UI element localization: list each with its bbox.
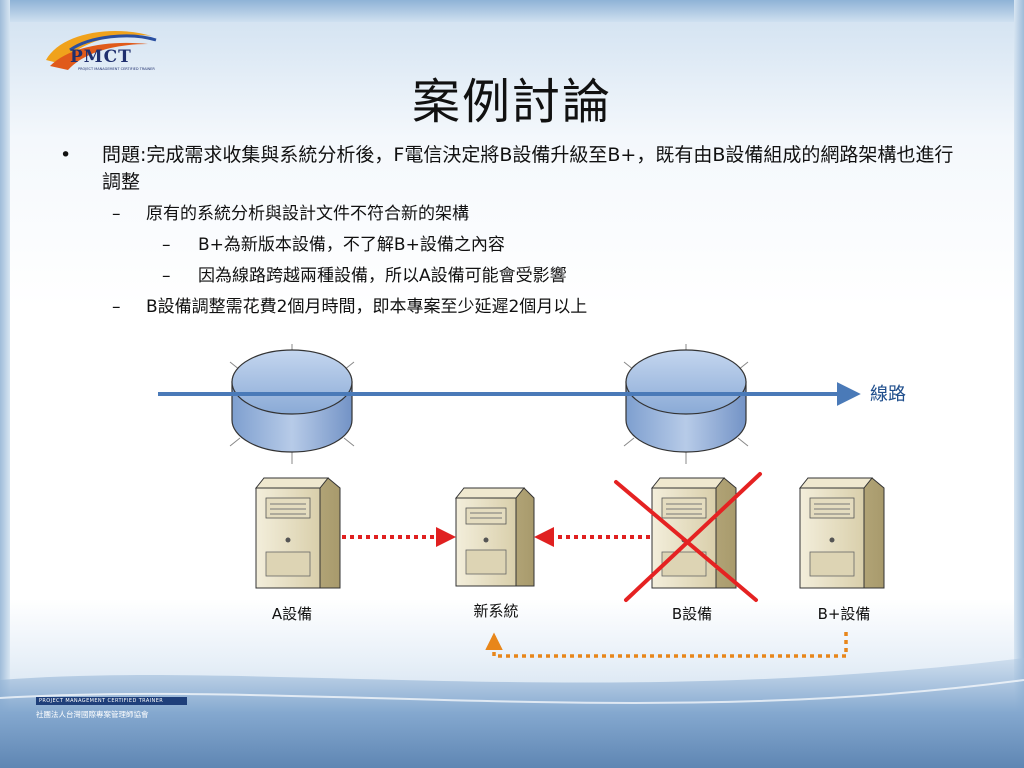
bullet-item: – 因為線路跨越兩種設備，所以A設備可能會受影響 bbox=[60, 264, 960, 288]
server-label: B+設備 bbox=[817, 605, 871, 623]
bullet-marker: • bbox=[60, 144, 72, 166]
bullet-item: – B設備調整需花費2個月時間，即本專案至少延遲2個月以上 bbox=[60, 295, 960, 319]
pmct-logo-swoosh bbox=[46, 30, 157, 70]
bottom-wave-decoration bbox=[0, 658, 1024, 768]
server-icon bbox=[650, 477, 737, 589]
bullet-text: B+為新版本設備，不了解B+設備之內容 bbox=[198, 235, 505, 255]
server-icon bbox=[798, 477, 885, 589]
logo-text: PMCT bbox=[70, 47, 132, 67]
bullet-text: 原有的系統分析與設計文件不符合新的架構 bbox=[146, 204, 469, 224]
router-icon bbox=[229, 344, 355, 464]
server-label: B設備 bbox=[671, 605, 713, 623]
slide-title: 案例討論 bbox=[411, 74, 612, 130]
bullet-item: • 問題:完成需求收集與系統分析後，F電信決定將B設備升級至B+，既有由B設備組… bbox=[60, 142, 960, 196]
bullet-marker: – bbox=[112, 204, 121, 224]
server-label: A設備 bbox=[271, 605, 313, 623]
footer-trainer-banner: PROJECT MANAGEMENT CERTIFIED TRAINER bbox=[36, 697, 187, 705]
bullet-list: • 問題:完成需求收集與系統分析後，F電信決定將B設備升級至B+，既有由B設備組… bbox=[60, 142, 960, 326]
bullet-marker: – bbox=[112, 297, 121, 317]
bullet-item: – B+為新版本設備，不了解B+設備之內容 bbox=[60, 233, 960, 257]
bullet-item: – 原有的系統分析與設計文件不符合新的架構 bbox=[60, 202, 960, 226]
orange-dotted-arrow bbox=[485, 632, 848, 658]
cross-out-icon bbox=[614, 472, 762, 602]
bullet-text: 因為線路跨越兩種設備，所以A設備可能會受影響 bbox=[198, 266, 567, 286]
bullet-marker: – bbox=[162, 266, 171, 286]
bullet-text: B設備調整需花費2個月時間，即本專案至少延遲2個月以上 bbox=[146, 297, 588, 317]
footer-organization: 社團法人台灣國際專案管理師協會 bbox=[36, 710, 149, 719]
logo-subtitle: PROJECT MANAGEMENT CERTIFIED TRAINER bbox=[78, 67, 155, 71]
bullet-marker: – bbox=[162, 235, 171, 255]
frame-left bbox=[0, 0, 10, 768]
router-icon bbox=[623, 344, 749, 464]
server-icon bbox=[254, 477, 341, 589]
server-icon bbox=[454, 487, 535, 587]
bullet-text: 問題:完成需求收集與系統分析後，F電信決定將B設備升級至B+，既有由B設備組成的… bbox=[102, 144, 954, 193]
server-label: 新系統 bbox=[473, 602, 519, 620]
frame-right bbox=[1014, 0, 1024, 768]
route-label: 線路 bbox=[870, 384, 906, 405]
frame-top bbox=[0, 0, 1024, 22]
